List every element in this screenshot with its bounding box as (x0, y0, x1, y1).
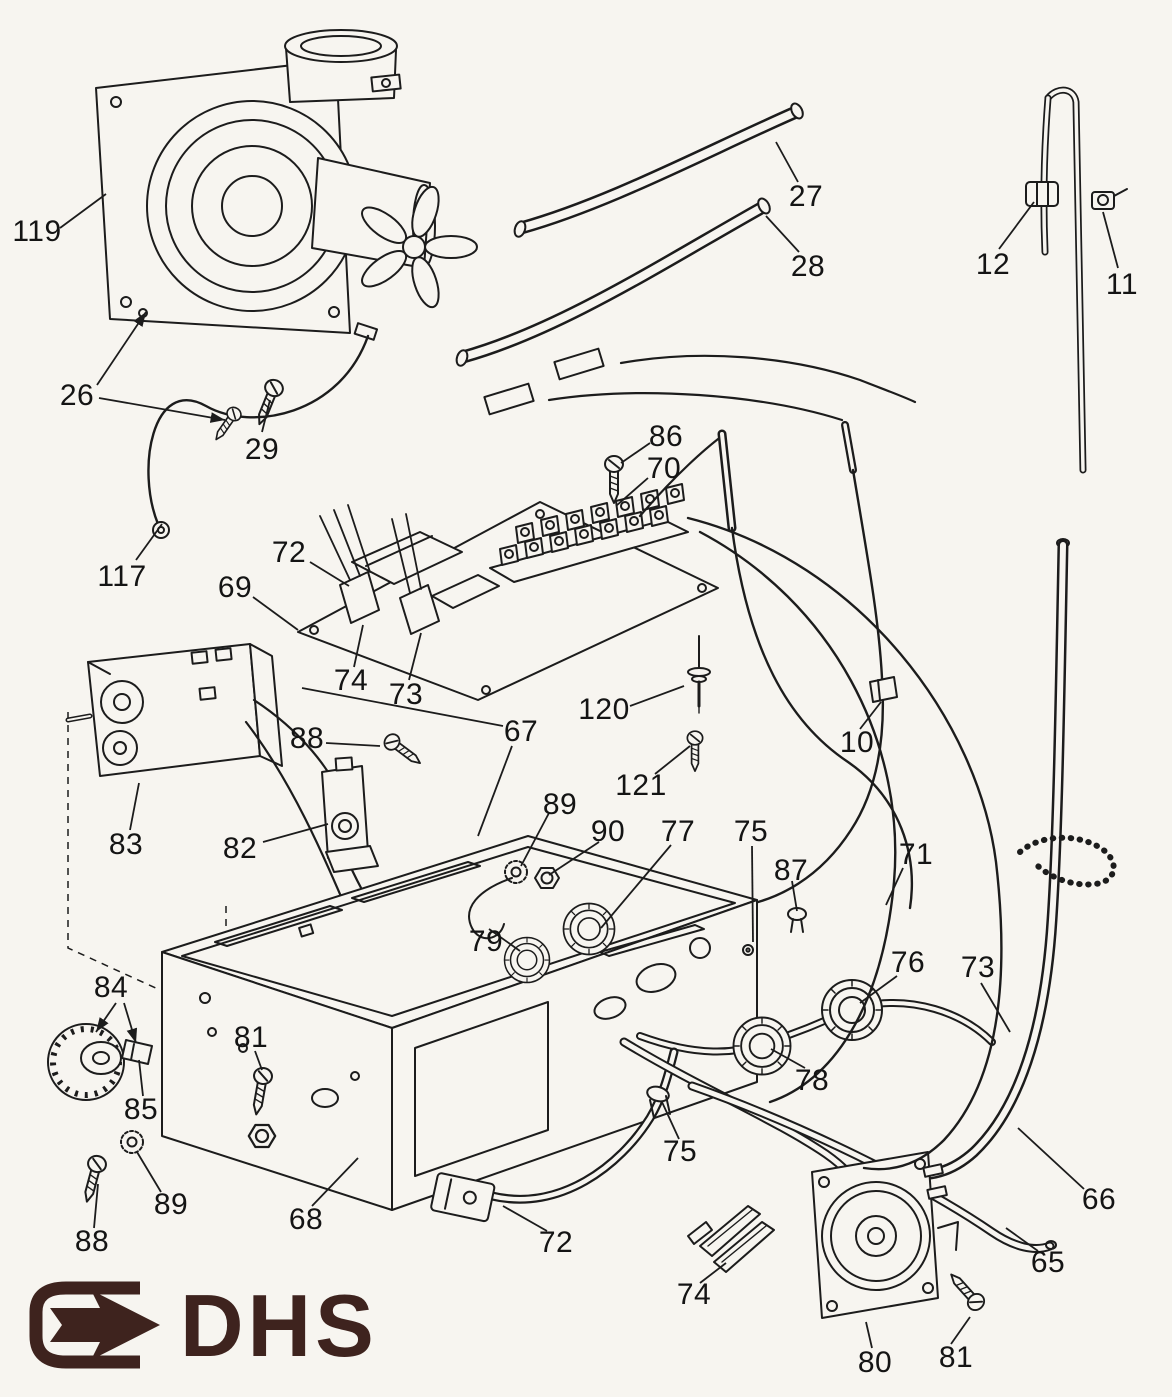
part-label-72-top: 72 (271, 536, 307, 569)
part-label-12: 12 (975, 248, 1011, 281)
terminal-blocks-70 (489, 483, 689, 583)
part-label-26: 26 (59, 379, 95, 412)
hose-27 (513, 102, 804, 238)
part-label-89-bottom: 89 (153, 1188, 189, 1221)
brand-text: DHS (180, 1275, 378, 1375)
terminal-covers-74 (687, 1205, 775, 1273)
control-box-68 (161, 835, 758, 1211)
dhs-logo: DHS (28, 1278, 378, 1373)
sensor-capillaries (483, 347, 917, 910)
part-label-80: 80 (857, 1346, 893, 1379)
part-label-89-top: 89 (542, 788, 578, 821)
part-label-65: 65 (1030, 1246, 1066, 1279)
part-label-66: 66 (1081, 1183, 1117, 1216)
grommet-75-bottom (646, 1085, 671, 1119)
part-label-117: 117 (97, 560, 147, 593)
part-label-78: 78 (794, 1064, 830, 1097)
clip-85 (121, 1039, 153, 1065)
part-label-10: 10 (839, 726, 875, 759)
clip-12 (1025, 181, 1059, 207)
blower-outlet (284, 29, 398, 103)
part-label-81-front: 81 (233, 1021, 269, 1054)
collar-77 (562, 902, 616, 956)
dhs-arrow-icon (29, 1281, 160, 1369)
part-label-119: 119 (12, 215, 62, 248)
fan-blower-assembly-119 (95, 29, 478, 341)
part-label-76: 76 (890, 946, 926, 979)
screw-81-bottom (943, 1267, 989, 1315)
plug-87 (787, 907, 807, 933)
part-label-28: 28 (790, 250, 826, 283)
screw-86 (604, 455, 624, 504)
stud-75-top (742, 944, 754, 956)
part-label-86: 86 (648, 420, 684, 453)
screw-29 (250, 376, 287, 429)
part-label-88-top: 88 (289, 722, 325, 755)
screw-88-top (380, 730, 426, 771)
part-label-73-top: 73 (388, 678, 424, 711)
part-label-85: 85 (123, 1093, 159, 1126)
cable-plug (430, 1172, 496, 1223)
spade-connector (483, 382, 535, 416)
fan-blades (361, 185, 478, 309)
hex-standoff-nut (247, 1123, 277, 1149)
part-label-29: 29 (244, 433, 280, 466)
part-label-67: 67 (503, 715, 539, 748)
part-label-77: 77 (660, 815, 696, 848)
knob-84 (47, 1023, 125, 1101)
connector-73 (399, 584, 440, 635)
chain (1017, 834, 1117, 888)
part-label-75-top: 75 (733, 815, 769, 848)
part-label-27: 27 (788, 180, 824, 213)
part-label-81-bottom: 81 (938, 1341, 974, 1374)
part-label-72-bottom: 72 (538, 1226, 574, 1259)
star-washer-89-bottom (120, 1130, 144, 1154)
cable-72 (430, 1047, 679, 1223)
part-label-88-bottom: 88 (74, 1225, 110, 1258)
wire-clip-10 (869, 676, 898, 703)
part-label-74-top: 74 (333, 664, 369, 697)
part-label-68: 68 (288, 1203, 324, 1236)
part-label-83: 83 (108, 828, 144, 861)
spade-connector (553, 347, 605, 381)
part-label-74-bottom: 74 (676, 1278, 712, 1311)
part-label-71: 71 (898, 838, 934, 871)
leader-lines (59, 141, 1119, 1349)
wiring-loom-71-73 (686, 516, 1003, 1171)
part-label-69: 69 (217, 571, 253, 604)
part-label-90: 90 (590, 815, 626, 848)
capillary-tube-top-right (1040, 86, 1087, 474)
part-label-82: 82 (222, 832, 258, 865)
pin-120 (687, 635, 711, 714)
pressure-switch-80 (811, 1151, 959, 1319)
part-label-75-bottom: 75 (662, 1135, 698, 1168)
earth-tag-wire (468, 877, 513, 939)
screw-121 (686, 730, 704, 773)
grommet-78 (732, 1016, 792, 1076)
part-label-70: 70 (646, 452, 682, 485)
screw-88-bottom (77, 1152, 109, 1206)
part-label-84: 84 (93, 971, 129, 1004)
part-label-79: 79 (468, 925, 504, 958)
part-label-120: 120 (578, 693, 630, 726)
control-pcb-69 (297, 483, 719, 701)
tube-65 (687, 1081, 1057, 1253)
hose-28 (455, 197, 771, 367)
part-label-73-right: 73 (960, 951, 996, 984)
part-label-121: 121 (615, 769, 667, 802)
earth-wire-117 (147, 334, 370, 539)
clip-11 (1091, 188, 1128, 210)
part-label-11: 11 (1105, 268, 1139, 301)
connector-74 (339, 571, 380, 624)
part-label-87: 87 (773, 854, 809, 887)
